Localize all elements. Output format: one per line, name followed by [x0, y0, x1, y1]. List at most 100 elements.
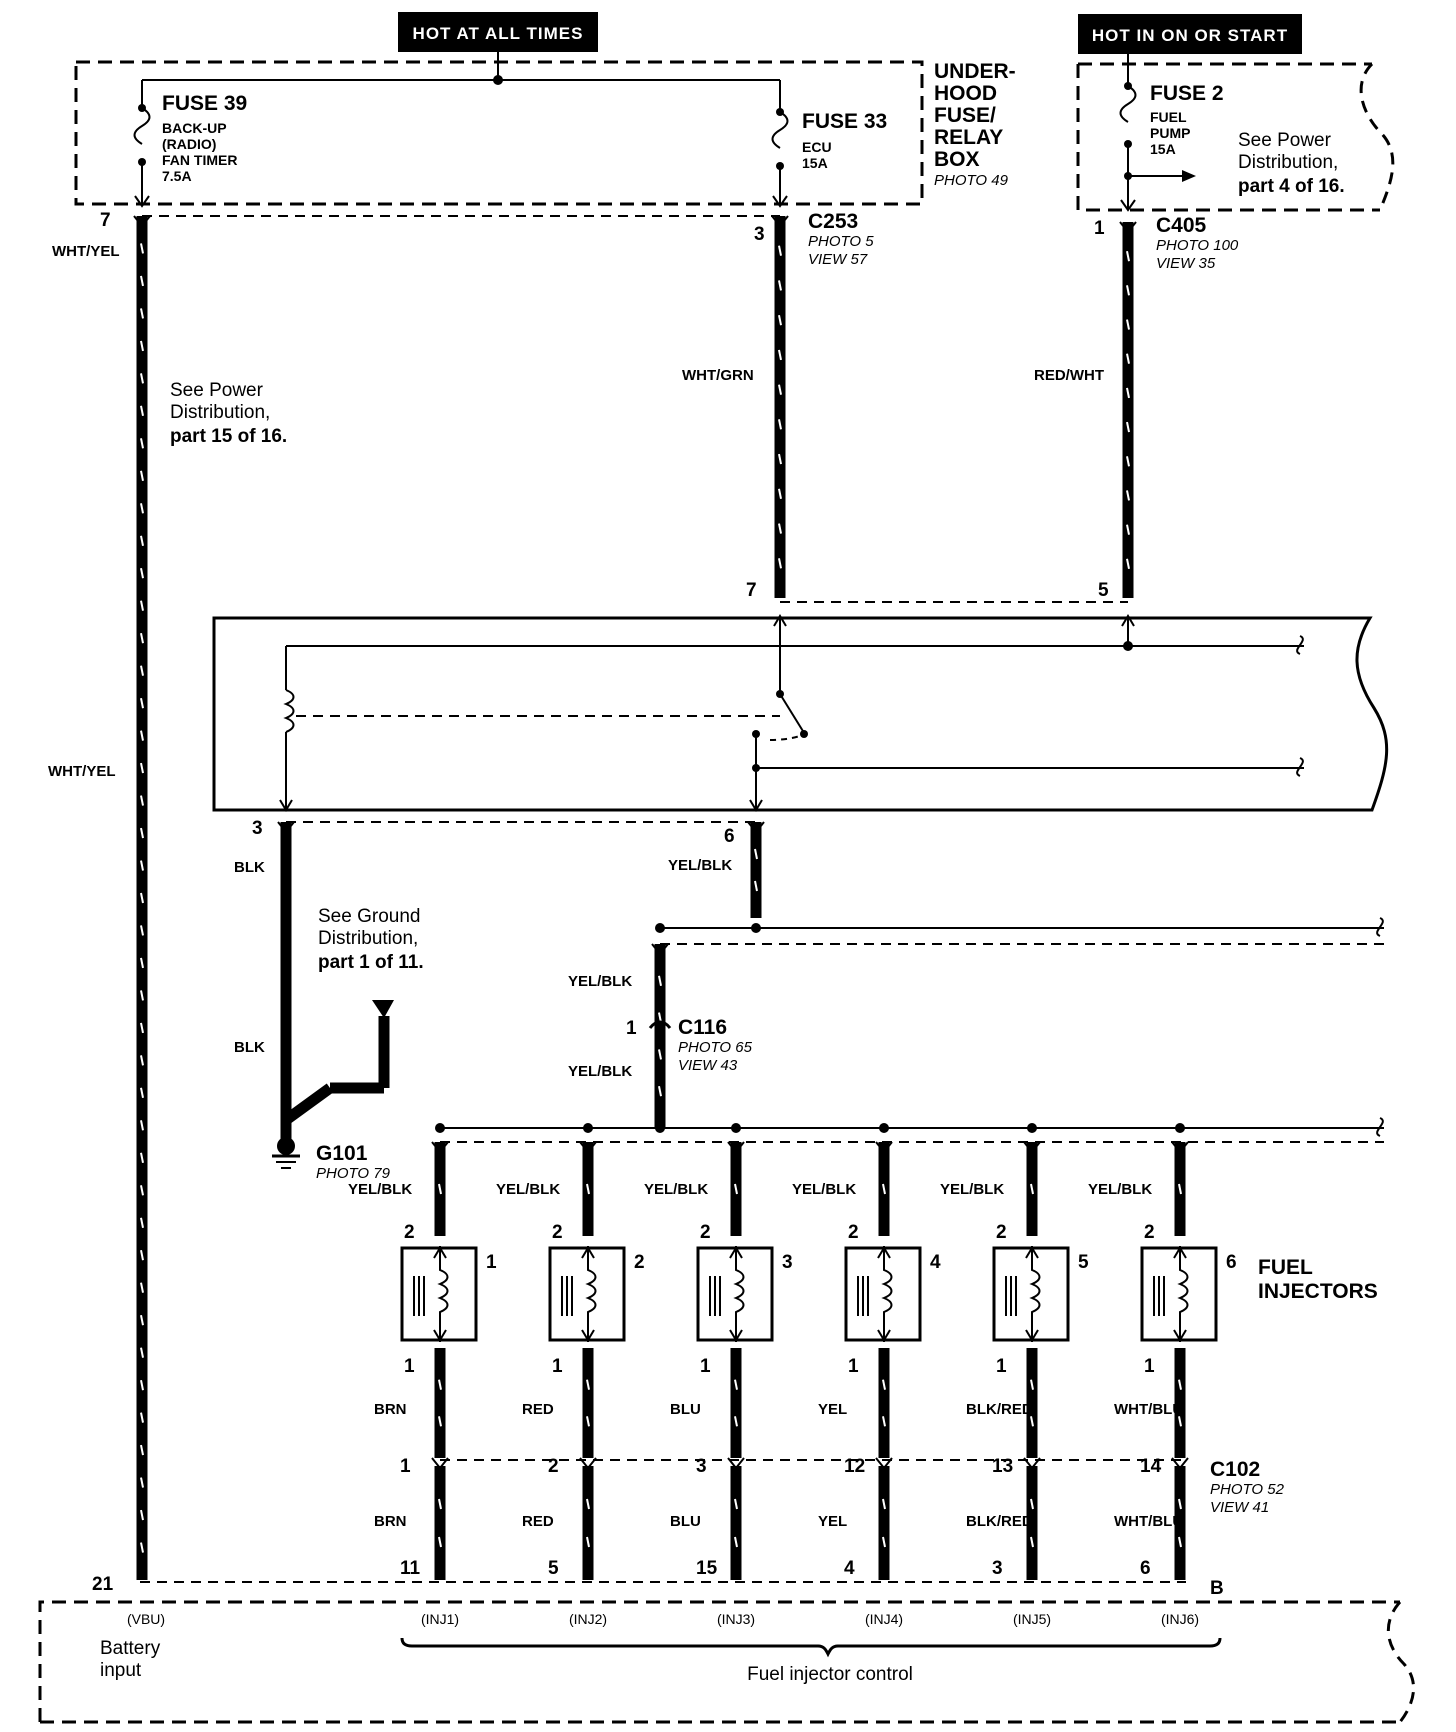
pin-c405: 1	[1094, 218, 1105, 239]
c102-name: C102	[1210, 1458, 1260, 1481]
injector-3-wire-label-bottom: BLU	[670, 1401, 701, 1418]
injector-6-wire-label-lower: WHT/BLU	[1114, 1513, 1183, 1530]
injector-3-pin-top: 2	[700, 1222, 711, 1243]
fuse-39-name: FUSE 39	[162, 92, 247, 115]
injector-6-c102-pin: 14	[1140, 1456, 1162, 1477]
wire-wht-grn	[774, 216, 786, 598]
wire-label-wht-yel-lower: WHT/YEL	[48, 763, 116, 780]
wire-label-yel-blk-bus: YEL/BLK	[568, 973, 632, 990]
injector-3-pin-bottom: 1	[700, 1356, 711, 1377]
fuse-39: FUSE 39 BACK-UP (RADIO) FAN TIMER 7.5A	[133, 80, 247, 208]
underhood-title-4: RELAY	[934, 126, 1003, 149]
injector-6-pin-top: 2	[1144, 1222, 1155, 1243]
injector-1-supply-wire	[434, 1142, 446, 1236]
c102-view: VIEW 41	[1210, 1499, 1269, 1516]
injector-4-signal: (INJ4)	[865, 1611, 903, 1627]
injector-1-signal-wire	[434, 1348, 446, 1458]
injector-1-pin-bottom: 1	[404, 1356, 415, 1377]
injector-1-wire-label-top: YEL/BLK	[348, 1181, 412, 1198]
underhood-title-1: UNDER-	[934, 60, 1016, 83]
wire-blk-bend	[282, 1083, 334, 1125]
c253-view: VIEW 57	[808, 251, 868, 268]
pin-relay-in-grn: 7	[746, 580, 757, 601]
pin-c116: 1	[626, 1018, 637, 1039]
injector-3-c102-pin: 3	[696, 1456, 707, 1477]
ground-g101: G101 PHOTO 79	[272, 1000, 394, 1182]
injector-2-wire-label-lower: RED	[522, 1513, 554, 1530]
g101-name: G101	[316, 1142, 368, 1165]
injector-5-supply-wire	[1026, 1142, 1038, 1236]
injector-2-signal: (INJ2)	[569, 1611, 607, 1627]
note-ground1-1: See Ground	[318, 906, 420, 927]
wires	[133, 215, 1137, 1580]
pin-fuse39-out: 7	[100, 210, 111, 231]
injector-4-signal-wire	[878, 1348, 890, 1458]
injectors-title-2: INJECTORS	[1258, 1280, 1378, 1303]
injector-5-signal-wire	[1026, 1348, 1038, 1458]
injector-6-number: 6	[1226, 1252, 1237, 1273]
wire-label-yel-blk-c116: YEL/BLK	[568, 1063, 632, 1080]
injector-2-c102-pin: 2	[548, 1456, 559, 1477]
c405-view: VIEW 35	[1156, 255, 1216, 272]
injector-5-wire-label-bottom: BLK/RED	[966, 1401, 1033, 1418]
main-relay-component	[212, 614, 1389, 812]
injectors-title-1: FUEL	[1258, 1256, 1313, 1279]
ecu-battery-input-1: Battery	[100, 1638, 161, 1659]
c116-photo: PHOTO 65	[678, 1039, 753, 1056]
injector-2-ecu-pin: 5	[548, 1558, 559, 1579]
pin-relay-out-blk: 3	[252, 818, 263, 839]
header-hot-in-on-or-start-label: HOT IN ON OR START	[1092, 26, 1288, 45]
pin-relay-in-red: 5	[1098, 580, 1109, 601]
injector-3-ecu-pin: 15	[696, 1558, 718, 1579]
ecu-fuel-injector-control: Fuel injector control	[747, 1664, 913, 1685]
injector-6-ecu-wire	[1174, 1466, 1186, 1580]
injector-3-wire-label-top: YEL/BLK	[644, 1181, 708, 1198]
c405-photo: PHOTO 100	[1156, 237, 1239, 254]
injector-6-supply-wire	[1174, 1142, 1186, 1236]
injector-1-c102-pin: 1	[400, 1456, 411, 1477]
underhood-title-5: BOX	[934, 148, 980, 171]
wire-label-blk-lower: BLK	[234, 1039, 265, 1056]
injector-5-wire-label-top: YEL/BLK	[940, 1181, 1004, 1198]
wire-label-wht-yel-upper: WHT/YEL	[52, 243, 120, 260]
note-power15-2: Distribution,	[170, 402, 270, 423]
injector-2-wire-label-top: YEL/BLK	[496, 1181, 560, 1198]
injector-1-pin-top: 2	[404, 1222, 415, 1243]
wire-yel-blk-relay	[750, 822, 762, 918]
injector-3-signal: (INJ3)	[717, 1611, 755, 1627]
injector-2-pin-bottom: 1	[552, 1356, 563, 1377]
injector-4-wire-label-bottom: YEL	[818, 1401, 847, 1418]
wire-wht-yel	[136, 216, 148, 1580]
injector-1-number: 1	[486, 1252, 497, 1273]
fuse-2-desc-2: PUMP	[1150, 125, 1190, 141]
underhood-title-2: HOOD	[934, 82, 997, 105]
wire-label-red-wht: RED/WHT	[1034, 367, 1104, 384]
injector-4-wire-label-top: YEL/BLK	[792, 1181, 856, 1198]
wire-red-wht	[1122, 222, 1134, 598]
pin-ecu-b: B	[1210, 1578, 1224, 1599]
injector-5-ecu-wire	[1026, 1466, 1038, 1580]
fuse-2-note-1: See Power	[1238, 130, 1332, 151]
injector-5-signal: (INJ5)	[1013, 1611, 1051, 1627]
injector-1-signal: (INJ1)	[421, 1611, 459, 1627]
injector-4-pin-top: 2	[848, 1222, 859, 1243]
c253-name: C253	[808, 210, 858, 233]
header-hot-at-all-times-label: HOT AT ALL TIMES	[413, 24, 584, 43]
pin-relay-out-yelblk: 6	[724, 826, 735, 847]
injector-5-number: 5	[1078, 1252, 1089, 1273]
note-power15-1: See Power	[170, 380, 264, 401]
injector-3-ecu-wire	[730, 1466, 742, 1580]
injector-6-pin-bottom: 1	[1144, 1356, 1155, 1377]
note-power15-3: part 15 of 16.	[170, 426, 287, 447]
fuse-39-rating: 7.5A	[162, 168, 192, 184]
underhood-fuse-relay-box: FUSE 39 BACK-UP (RADIO) FAN TIMER 7.5A F…	[74, 60, 1016, 208]
injector-5-pin-top: 2	[996, 1222, 1007, 1243]
injector-4-c102-pin: 12	[844, 1456, 865, 1477]
injector-3-wire-label-lower: BLU	[670, 1513, 701, 1530]
pin-c253: 3	[754, 224, 765, 245]
fuse-33: FUSE 33 ECU 15A	[771, 80, 887, 208]
